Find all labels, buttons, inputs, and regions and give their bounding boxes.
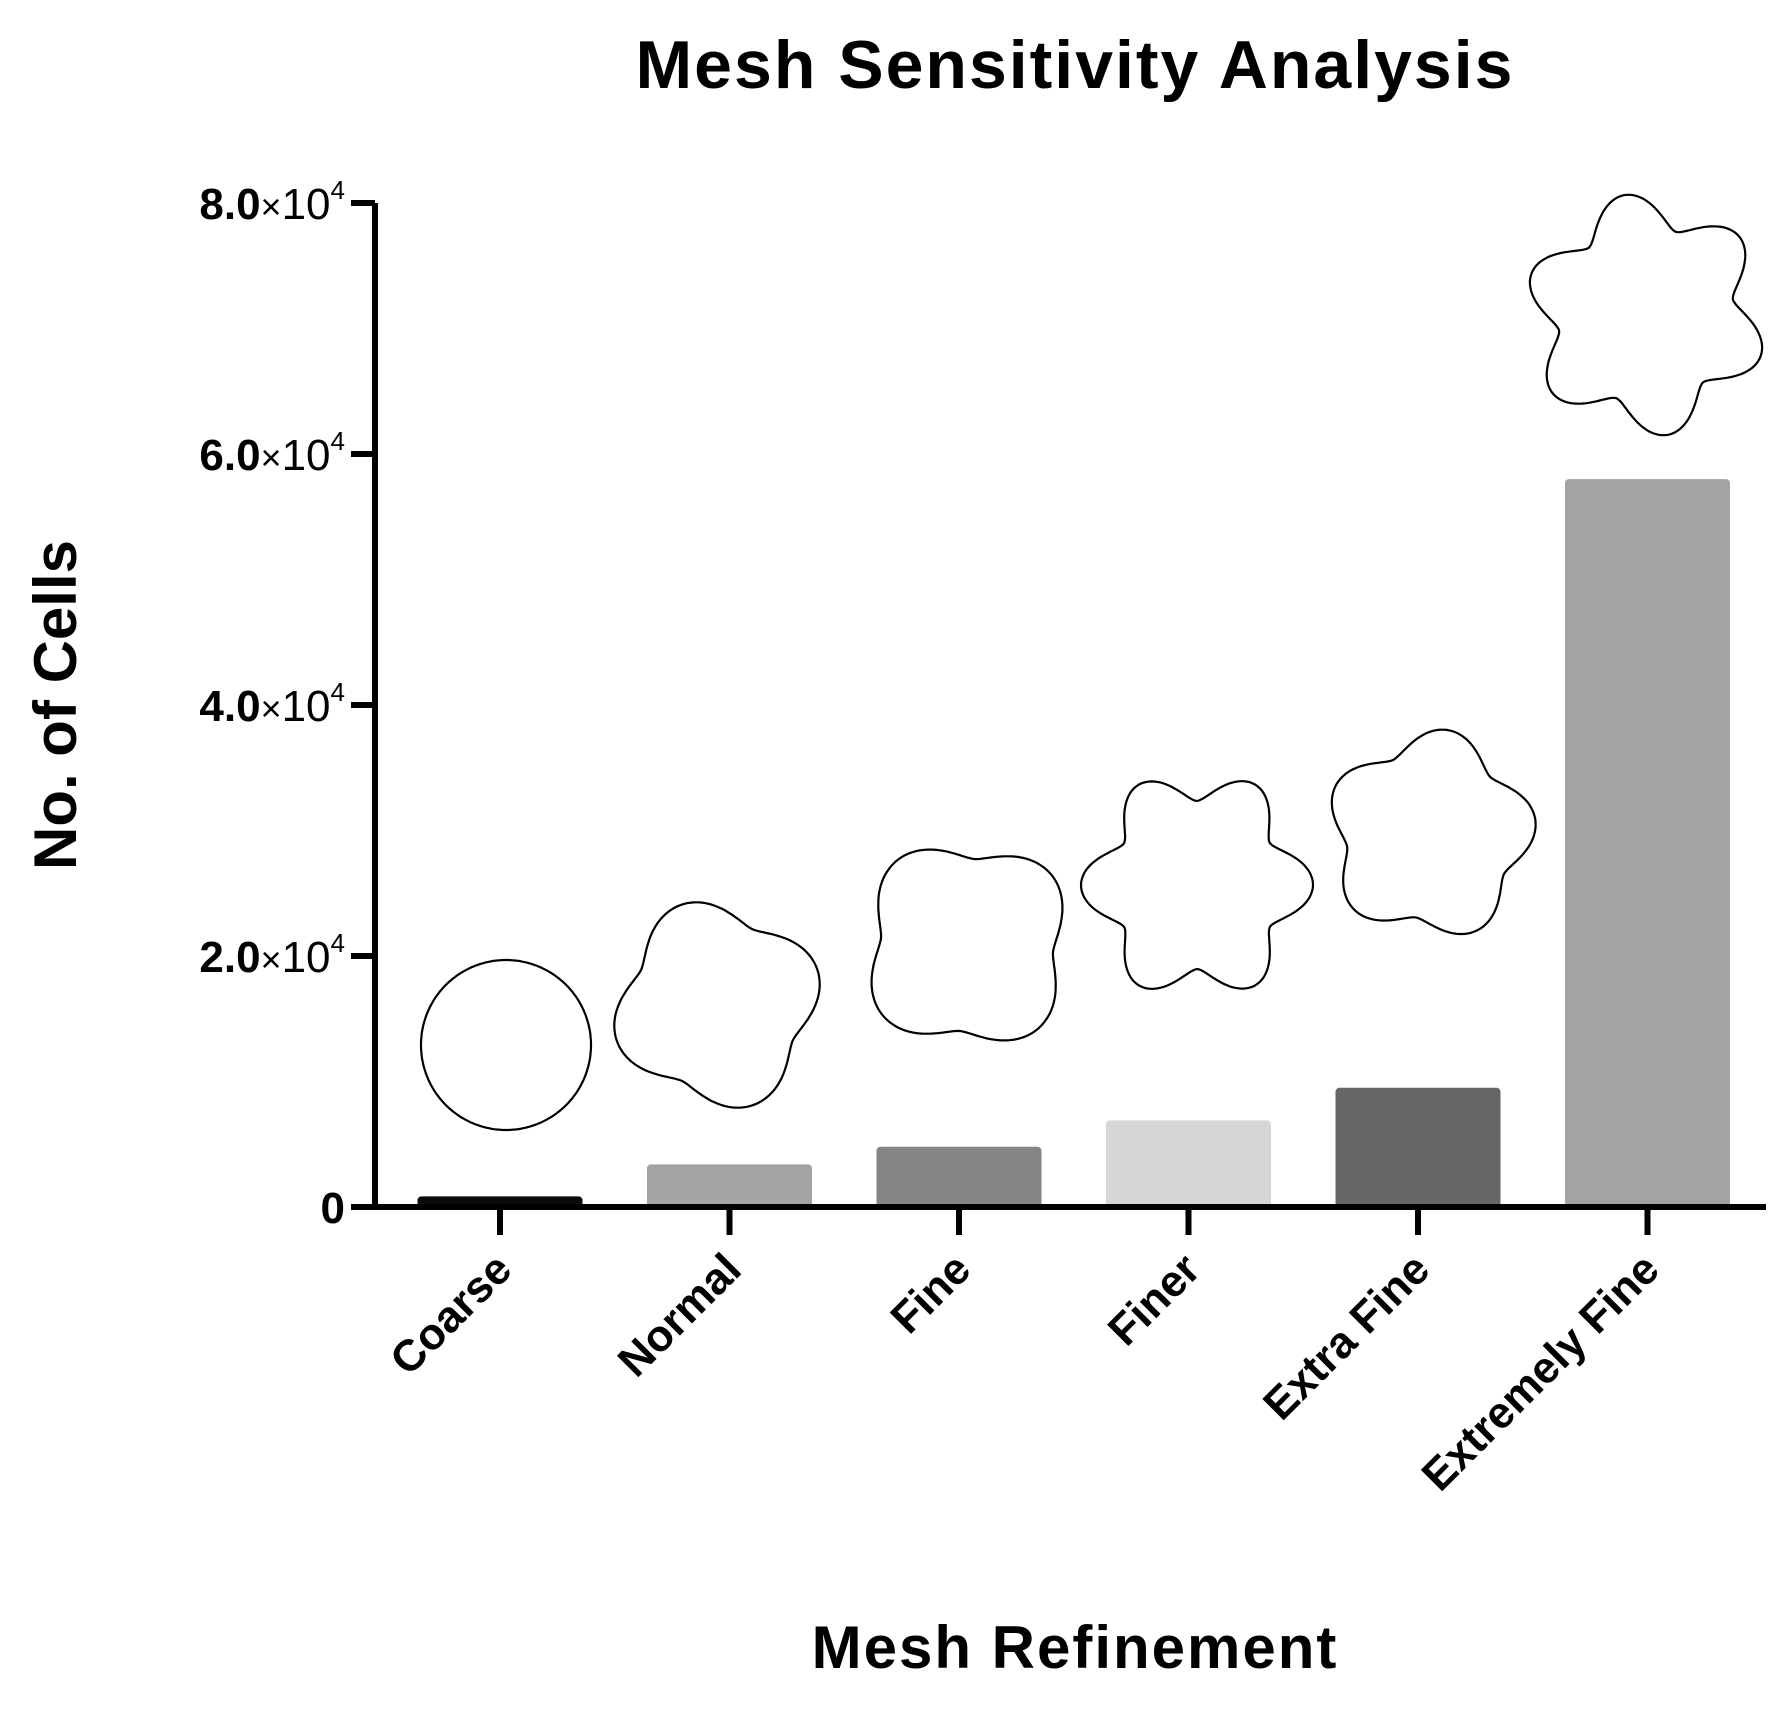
x-axis-label: Mesh Refinement [812, 1614, 1339, 1681]
mesh-shape-icon [419, 958, 593, 1132]
bar-finer [1106, 1120, 1271, 1207]
chart-title: Mesh Sensitivity Analysis [636, 27, 1515, 103]
x-tick-label: Extra Fine [1254, 1244, 1439, 1429]
x-tick-label: Normal [609, 1244, 751, 1386]
x-tick-label: Extremely Fine [1413, 1244, 1669, 1500]
mesh-shape-icon [1528, 193, 1764, 437]
y-tick-label: 4.0×104 [199, 677, 345, 731]
mesh-shape-icon [870, 848, 1064, 1042]
bar-extra-fine [1335, 1087, 1501, 1207]
x-tick-label: Fine [881, 1244, 980, 1343]
bar-normal [647, 1164, 812, 1207]
bar-fine [876, 1146, 1042, 1207]
mesh-shape-icon [613, 901, 821, 1109]
x-tick-label: Coarse [381, 1244, 521, 1384]
y-tick-label: 8.0×104 [199, 175, 345, 229]
x-axis-ticks: Coarse Normal Fine Finer Extra FineExtremely… [381, 1207, 1669, 1500]
mesh-shape-icon [1079, 780, 1315, 990]
bar-extremely-fine [1565, 479, 1730, 1208]
y-axis-ticks: 0 2.0×104 4.0×104 6.0×104 8.0×104 [199, 175, 375, 1233]
mesh-shape-icons [419, 193, 1764, 1132]
mesh-shape-icon [1330, 728, 1537, 936]
y-tick-label: 0 [321, 1184, 345, 1233]
y-tick-label: 2.0×104 [199, 928, 345, 982]
bars [417, 479, 1730, 1208]
x-tick-label: Finer [1099, 1244, 1210, 1355]
y-axis-label: No. of Cells [22, 540, 89, 870]
y-tick-label: 6.0×104 [199, 426, 345, 480]
